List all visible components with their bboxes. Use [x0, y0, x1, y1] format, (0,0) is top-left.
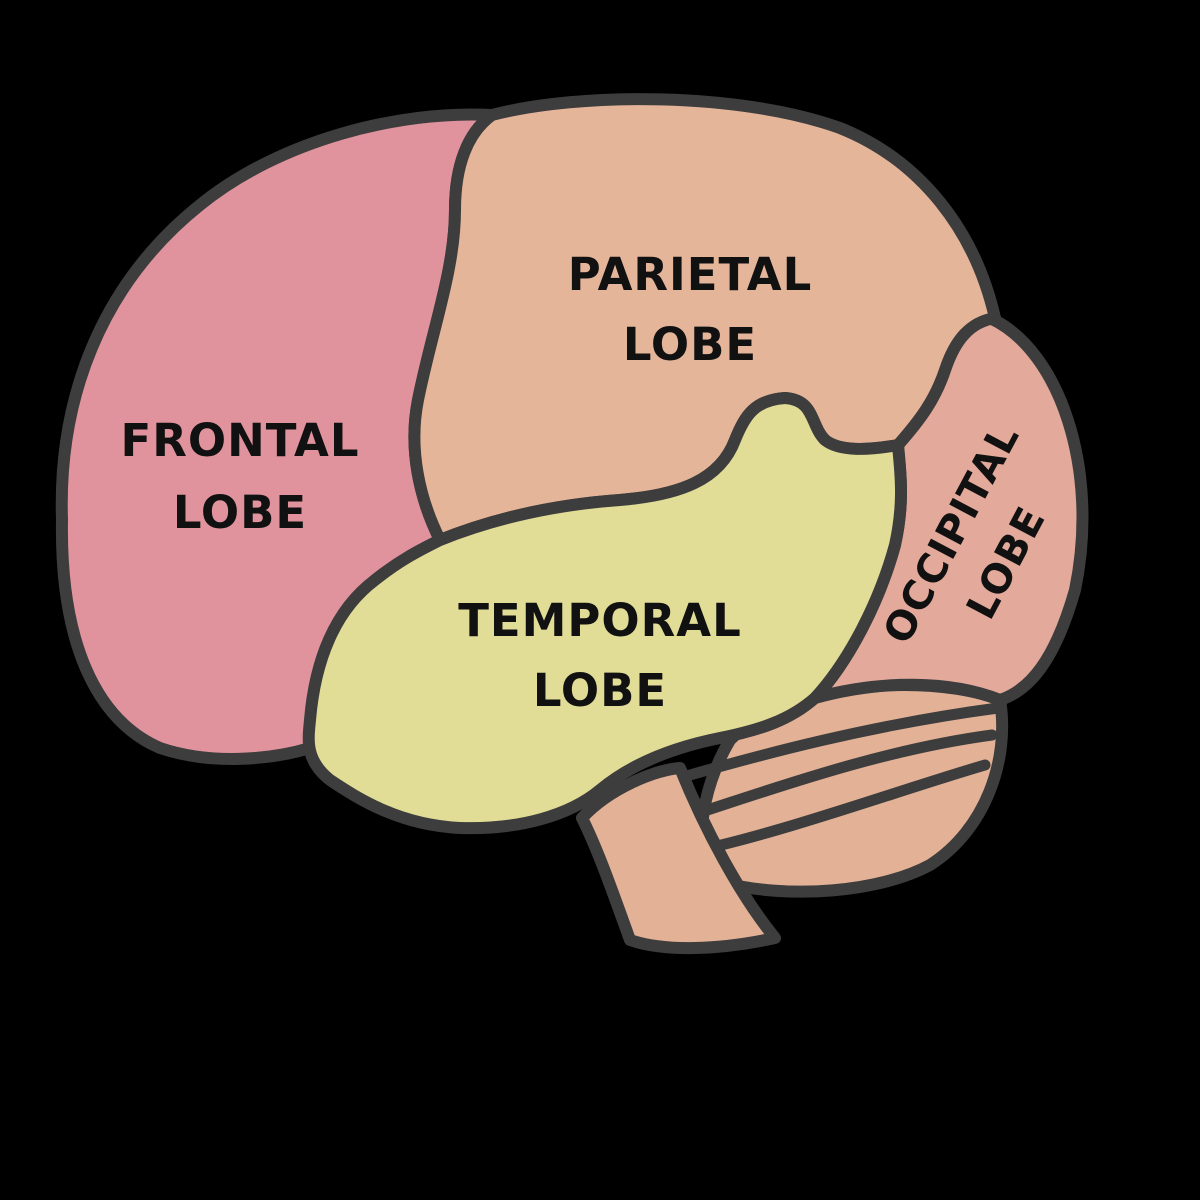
cerebellum	[684, 679, 1009, 898]
temporal-lobe	[302, 392, 908, 835]
temporal-lobe-label-line1: TEMPORAL	[458, 594, 742, 647]
cerebellum-fold-3	[694, 759, 991, 856]
parietal-lobe-label-line2: LOBE	[623, 318, 757, 371]
temporal-lobe-label: TEMPORAL LOBE	[458, 594, 742, 717]
temporal-lobe-label-line2: LOBE	[533, 664, 667, 717]
frontal-lobe-label-line1: FRONTAL	[120, 414, 359, 467]
cerebellum-fold-2	[686, 729, 998, 821]
frontal-lobe-label: FRONTAL LOBE	[120, 414, 359, 539]
parietal-lobe-label: PARIETAL LOBE	[568, 248, 813, 371]
cerebellum-fold-1	[684, 702, 1004, 781]
frontal-lobe-label-line2: LOBE	[173, 486, 307, 539]
brainstem	[576, 762, 781, 955]
parietal-lobe-label-line1: PARIETAL	[568, 248, 813, 301]
